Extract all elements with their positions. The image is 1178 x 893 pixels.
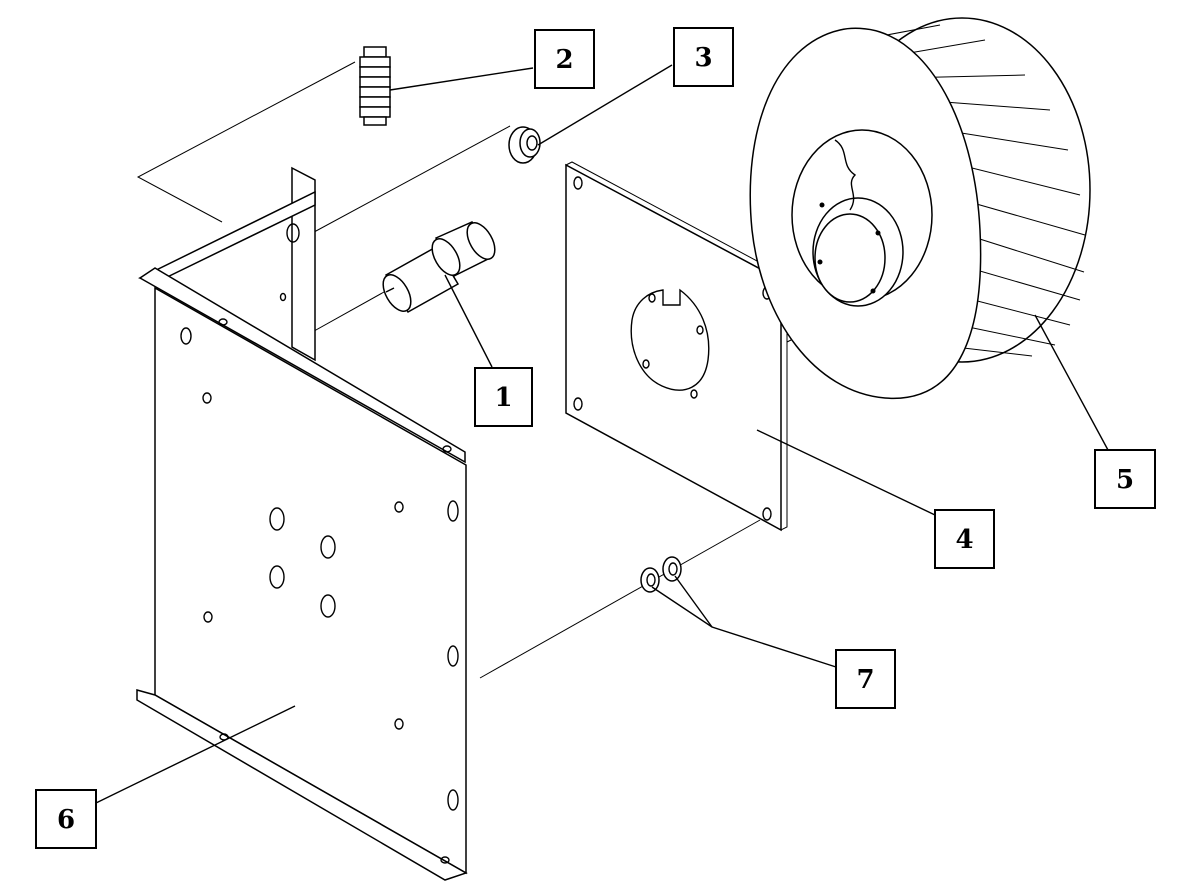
blower-wheel-part-5 <box>749 17 1091 399</box>
callout-3: 3 <box>673 27 734 87</box>
motor-plate-part-4 <box>564 161 789 532</box>
callout-4-label: 4 <box>955 525 973 555</box>
callout-6: 6 <box>35 789 97 849</box>
callout-5: 5 <box>1094 449 1156 509</box>
callout-5-label: 5 <box>1116 465 1134 495</box>
terminal-block-part-2 <box>359 46 391 126</box>
callout-3-label: 3 <box>694 43 712 73</box>
callout-1: 1 <box>474 367 533 427</box>
assembly-guide-lines <box>136 61 849 679</box>
washers-part-7 <box>640 556 682 593</box>
capacitor-part-1 <box>382 221 496 314</box>
mounting-bracket-part-6 <box>136 166 468 881</box>
callout-1-label: 1 <box>494 383 512 413</box>
callout-2-label: 2 <box>555 45 573 75</box>
leader-lines <box>95 64 1109 804</box>
callout-7: 7 <box>835 649 896 709</box>
callout-6-label: 6 <box>57 805 75 835</box>
callout-4: 4 <box>934 509 995 569</box>
callout-7-label: 7 <box>856 665 874 695</box>
grommet-part-3 <box>508 126 541 164</box>
callout-2: 2 <box>534 29 595 89</box>
